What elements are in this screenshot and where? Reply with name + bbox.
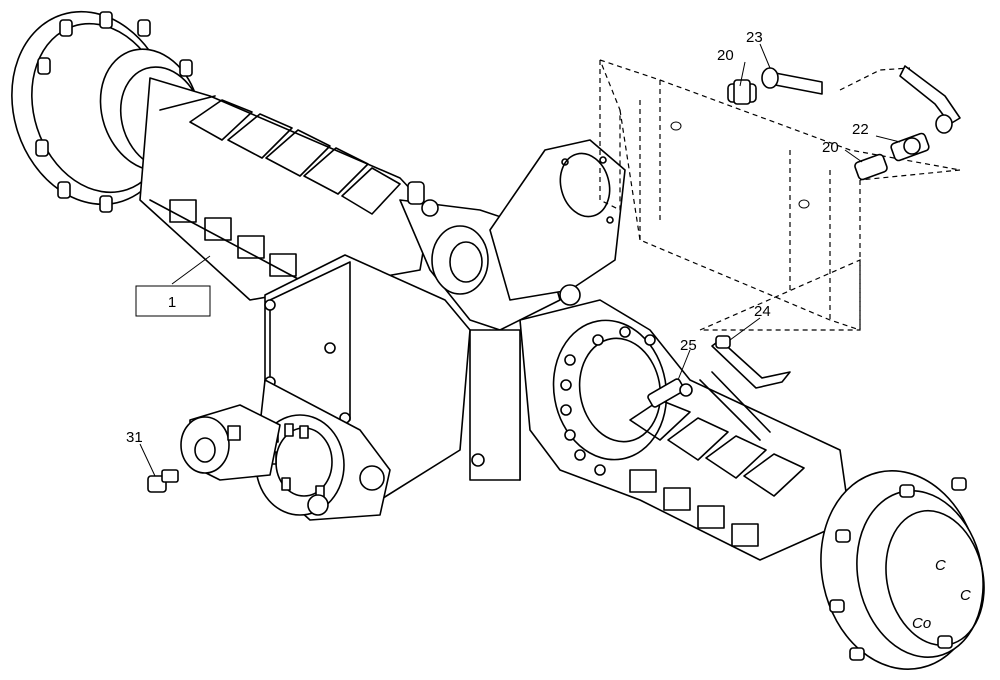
fitting-25 <box>647 378 693 408</box>
tee-fitting-22 <box>890 132 930 162</box>
drop-box-cover <box>254 254 485 521</box>
hub-mark-c2: C <box>960 587 971 604</box>
hub-mark-c3: Co <box>912 615 931 632</box>
callout-1: 1 <box>168 294 176 311</box>
callout-31: 31 <box>126 429 143 446</box>
leader-lines <box>139 43 901 477</box>
callout-labels: 1 20 23 22 20 24 25 31 <box>126 29 869 446</box>
phantom-outline <box>599 59 961 331</box>
callout-25: 25 <box>680 337 697 354</box>
pipe-24 <box>699 335 791 441</box>
hub-mark-c1: C <box>935 557 946 574</box>
left-axle-housing <box>139 77 431 301</box>
callout-23: 23 <box>746 29 763 46</box>
input-yoke <box>180 404 281 481</box>
callout-20-upper: 20 <box>717 47 734 64</box>
right-wheel-hub: C C Co <box>820 470 985 670</box>
callout-20-lower: 20 <box>822 139 839 156</box>
pipe-23 <box>761 65 961 134</box>
fitting-20-upper <box>727 79 757 105</box>
center-differential-carrier <box>399 139 626 481</box>
assembly-label-box <box>135 285 211 317</box>
callout-24: 24 <box>754 303 771 320</box>
fitting-20-lower <box>854 153 888 181</box>
plug-31 <box>147 469 179 493</box>
callout-22: 22 <box>852 121 869 138</box>
